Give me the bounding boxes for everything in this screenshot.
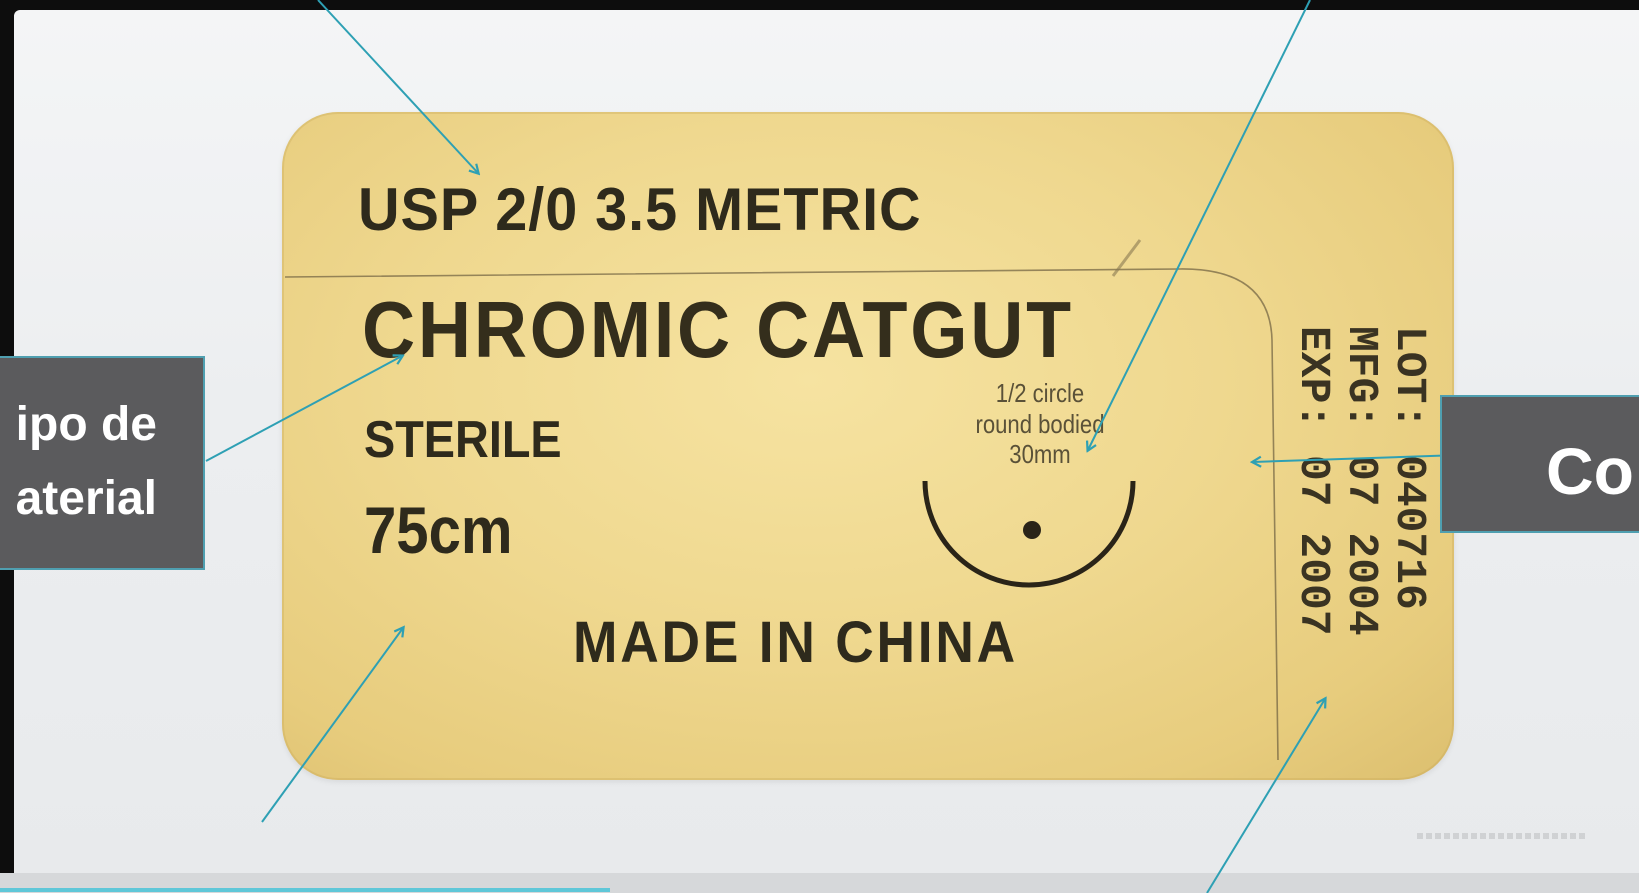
needle-spec: 1/2 circle round bodied 30mm <box>947 378 1134 470</box>
exp-date: EXP: 07 2007 <box>1288 326 1338 636</box>
callout-left-line2: aterial <box>15 472 157 525</box>
needle-spec-length: 30mm <box>1009 439 1071 470</box>
needle-spec-body: round bodied <box>975 408 1105 439</box>
callout-right: Co <box>1440 395 1639 533</box>
callout-edge-line <box>0 888 610 892</box>
batch-codes: LOT: 040716 MFG: 07 2004 EXP: 07 2007 <box>1283 326 1434 706</box>
sterile-label: STERILE <box>364 411 562 469</box>
watermark <box>1417 833 1587 839</box>
origin-label: MADE IN CHINA <box>573 610 1018 675</box>
batch-codes-rotated: LOT: 040716 MFG: 07 2004 EXP: 07 2007 <box>1283 326 1434 706</box>
length-label: 75cm <box>364 493 513 567</box>
material-label: CHROMIC CATGUT <box>362 285 1074 374</box>
needle-spec-shape: 1/2 circle <box>995 378 1085 408</box>
lot-code: LOT: 040716 <box>1385 326 1434 610</box>
size-label: USP 2/0 3.5 METRIC <box>358 176 922 243</box>
callout-material-type: ipo de aterial <box>0 356 205 570</box>
mfg-date: MFG: 07 2004 <box>1336 326 1386 636</box>
callout-left-line1: ipo de <box>15 398 157 451</box>
